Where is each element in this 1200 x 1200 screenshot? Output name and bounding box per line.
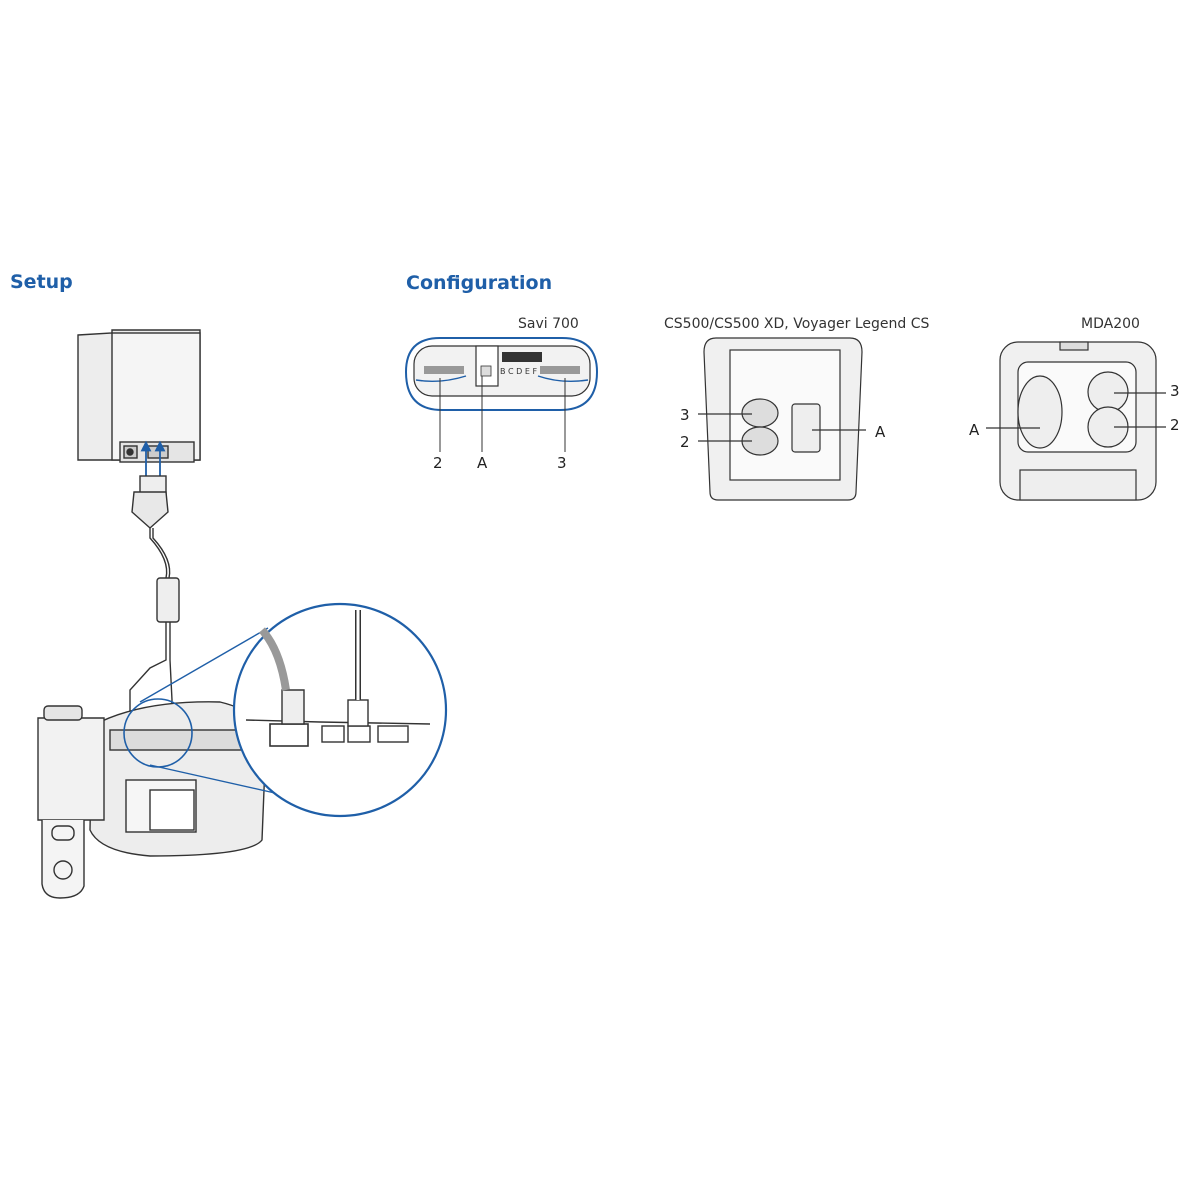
- configuration-heading: Configuration: [406, 272, 553, 294]
- mda200-callout-a: A: [969, 421, 980, 439]
- setup-base-unit: [77, 329, 201, 463]
- cs500-callout-a: A: [875, 423, 886, 441]
- setup-cable: [129, 475, 180, 731]
- cs500-label: CS500/CS500 XD, Voyager Legend CS: [664, 316, 930, 332]
- savi-callout-3: 3: [557, 454, 567, 472]
- savi-700-unit: B C D E F G: [404, 337, 599, 452]
- cs500-unit: [698, 337, 866, 501]
- mda200-callout-2: 2: [1170, 416, 1180, 434]
- setup-desk-phone: [37, 701, 267, 899]
- savi-callout-a: A: [477, 454, 488, 472]
- savi-callout-2: 2: [433, 454, 443, 472]
- mda200-callout-3: 3: [1170, 382, 1180, 400]
- mda200-unit: [986, 341, 1166, 501]
- cs500-callout-2: 2: [680, 433, 690, 451]
- cs500-callout-3: 3: [680, 406, 690, 424]
- setup-zoom-detail: [232, 602, 448, 818]
- savi-700-label: Savi 700: [518, 316, 579, 332]
- setup-heading: Setup: [10, 271, 73, 293]
- mda200-label: MDA200: [1081, 316, 1140, 332]
- savi-switch-letters: B C D E F G: [500, 367, 546, 376]
- setup-connection-arrows: [140, 440, 166, 478]
